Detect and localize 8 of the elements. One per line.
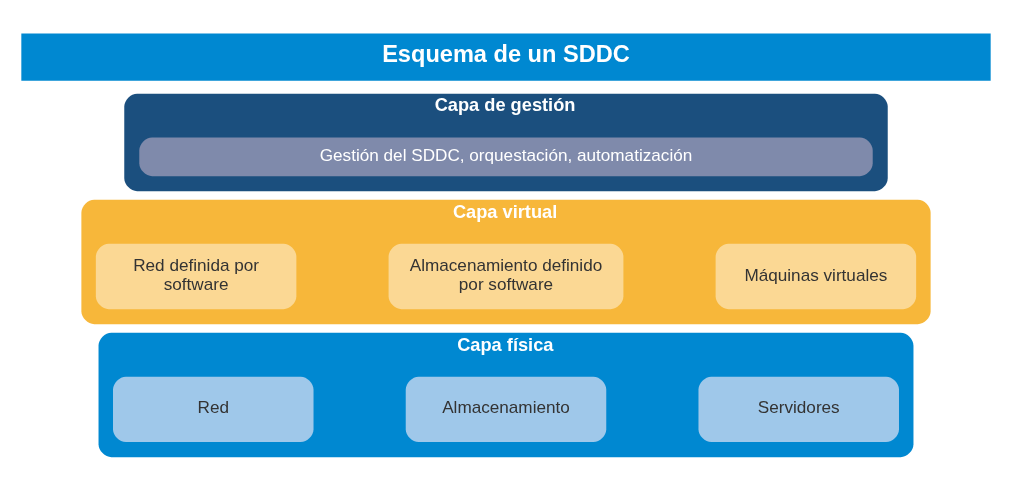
node-box: Servidores [698, 376, 899, 443]
node-box: Almacenamiento [405, 376, 607, 443]
node-box: Red definida por software [95, 243, 297, 310]
node-box: Red [113, 376, 314, 443]
diagram-title: Esquema de un SDDC [382, 41, 630, 68]
node-box: Gestión del SDDC, orquestación, automatización [139, 137, 873, 177]
node-box: Almacenamiento definido por software [388, 243, 624, 310]
node-box: Máquinas virtuales [715, 243, 917, 310]
